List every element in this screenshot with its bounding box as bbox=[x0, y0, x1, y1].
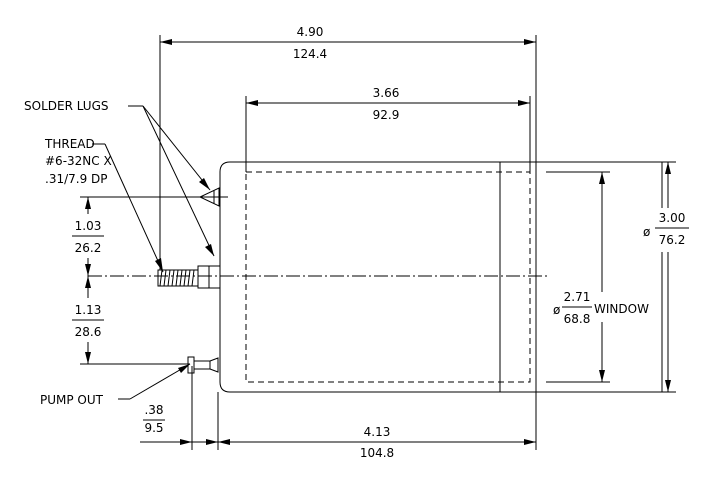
dim-lower-offset-in: 1.13 bbox=[75, 303, 102, 317]
arrowhead bbox=[205, 244, 214, 256]
window-diameter-symbol: ø bbox=[553, 303, 560, 317]
pump-out-fitting bbox=[209, 357, 219, 373]
dim-window-dia-mm: 68.8 bbox=[564, 312, 591, 326]
window-label: WINDOW bbox=[594, 302, 649, 316]
thread-label-line2: #6-32NC X bbox=[45, 154, 112, 168]
dim-outer-dia-mm: 76.2 bbox=[659, 233, 686, 247]
arrowhead bbox=[85, 264, 91, 276]
arrowhead bbox=[665, 162, 671, 174]
arrowhead bbox=[180, 439, 192, 445]
arrowhead bbox=[518, 100, 530, 106]
thread-label-line1: THREAD bbox=[44, 137, 95, 151]
arrowhead bbox=[178, 364, 190, 373]
window-hidden-outline bbox=[245, 171, 531, 383]
arrowhead bbox=[199, 178, 210, 190]
outer-diameter-symbol: ø bbox=[643, 225, 650, 239]
dim-body-in: 4.13 bbox=[364, 425, 391, 439]
dim-window-dia-in: 2.71 bbox=[564, 290, 591, 304]
dim-overall-in: 4.90 bbox=[297, 25, 324, 39]
label-mask bbox=[640, 208, 698, 252]
body-outline bbox=[219, 161, 663, 393]
dim-body-mm: 104.8 bbox=[360, 446, 394, 460]
dim-overall-mm: 124.4 bbox=[293, 47, 327, 61]
dim-window-length-in: 3.66 bbox=[373, 86, 400, 100]
arrowhead bbox=[665, 380, 671, 392]
arrowhead bbox=[85, 352, 91, 364]
arrowhead bbox=[599, 172, 605, 184]
arrowhead bbox=[85, 276, 91, 288]
thread-label-line3: .31/7.9 DP bbox=[45, 172, 108, 186]
arrowhead bbox=[206, 439, 218, 445]
dim-lower-offset-mm: 28.6 bbox=[75, 325, 102, 339]
arrowhead bbox=[160, 39, 172, 45]
thread-leader bbox=[104, 143, 164, 273]
pump-out-label: PUMP OUT bbox=[40, 393, 104, 407]
dim-flange-in: .38 bbox=[144, 403, 163, 417]
dim-outer-dia-in: 3.00 bbox=[659, 211, 686, 225]
dim-flange-mm: 9.5 bbox=[144, 421, 163, 435]
solder-lugs-label: SOLDER LUGS bbox=[24, 99, 109, 113]
arrowhead bbox=[246, 100, 258, 106]
arrowhead bbox=[524, 439, 536, 445]
arrowhead bbox=[218, 439, 230, 445]
thread-hatching bbox=[159, 269, 195, 287]
pump-out-tube bbox=[193, 360, 211, 370]
dim-upper-offset-mm: 26.2 bbox=[75, 241, 102, 255]
arrowhead bbox=[155, 258, 163, 272]
arrowhead bbox=[599, 370, 605, 382]
solder-lug bbox=[198, 187, 220, 207]
dim-window-length-mm: 92.9 bbox=[373, 108, 400, 122]
solder-lugs-leader bbox=[142, 105, 215, 257]
arrowhead bbox=[524, 39, 536, 45]
solder-lugs-leader bbox=[142, 105, 211, 191]
arrowhead bbox=[85, 197, 91, 209]
dim-upper-offset-in: 1.03 bbox=[75, 219, 102, 233]
